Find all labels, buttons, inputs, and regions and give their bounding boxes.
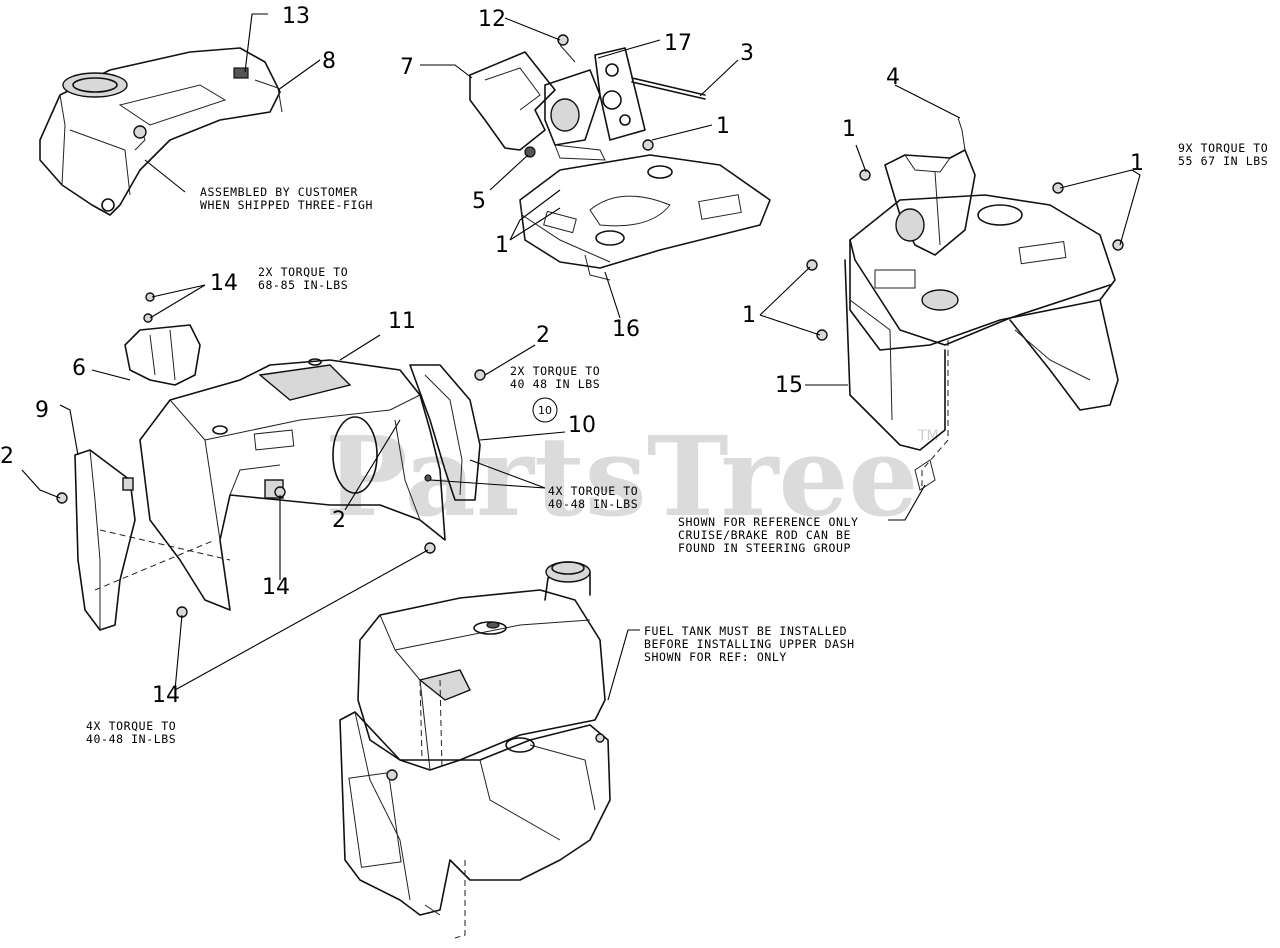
callout-2-right: 2	[536, 323, 550, 348]
callout-4: 4	[886, 65, 900, 90]
callout-14-center: 14	[262, 575, 290, 600]
callout-12: 12	[478, 7, 506, 32]
steering-bracket-assembly	[469, 34, 706, 161]
note-reference-line2: CRUISE/BRAKE ROD CAN BE	[678, 528, 851, 542]
note-torque-2x-68-line1: 2X TORQUE TO	[258, 265, 348, 279]
callout-circle-10: 10	[538, 404, 552, 417]
callout-9: 9	[35, 398, 49, 423]
dash-base-plate	[519, 154, 771, 281]
callout-14-top: 14	[210, 271, 238, 296]
note-fuel-tank-line2: BEFORE INSTALLING UPPER DASH	[644, 637, 855, 651]
reference-circle	[532, 397, 558, 423]
callout-2-left: 2	[0, 444, 14, 469]
note-torque-2x-40-line2: 40 48 IN LBS	[510, 377, 600, 391]
note-torque-2x-40-line1: 2X TORQUE TO	[510, 364, 600, 378]
note-torque-4x-right-line2: 40-48 IN-LBS	[548, 497, 638, 511]
fuel-tank-assembly	[339, 561, 611, 939]
callout-2-center: 2	[332, 508, 346, 533]
leader-lines	[21, 13, 1141, 701]
callout-1-frame: 1	[742, 303, 756, 328]
callout-8: 8	[322, 49, 336, 74]
note-torque-4x-right-line1: 4X TORQUE TO	[548, 484, 638, 498]
note-assembled-line2: WHEN SHIPPED THREE-FIGH	[200, 198, 373, 212]
note-reference-line3: FOUND IN STEERING GROUP	[678, 541, 851, 555]
callout-6: 6	[72, 356, 86, 381]
note-torque-2x-68-line2: 68-85 IN-LBS	[258, 278, 348, 292]
callout-1-tower: 1	[842, 117, 856, 142]
callout-10: 10	[568, 413, 596, 438]
callout-3: 3	[740, 41, 754, 66]
diagram-notes: ASSEMBLED BY CUSTOMER WHEN SHIPPED THREE…	[86, 141, 1268, 746]
upper-dash-cover	[39, 47, 283, 216]
note-torque-4x-left-line2: 40-48 IN-LBS	[86, 732, 176, 746]
callout-11: 11	[388, 309, 416, 334]
callout-17: 17	[664, 31, 692, 56]
callout-1-right: 1	[1130, 151, 1144, 176]
note-torque-9x-line2: 55 67 IN LBS	[1178, 154, 1268, 168]
note-torque-4x-left-line1: 4X TORQUE TO	[86, 719, 176, 733]
note-torque-9x-line1: 9X TORQUE TO	[1178, 141, 1268, 155]
callout-15: 15	[775, 373, 803, 398]
callout-13: 13	[282, 4, 310, 29]
watermark-trademark: TM	[917, 428, 939, 444]
callout-1-plate: 1	[495, 233, 509, 258]
watermark-text: PartsTree	[325, 412, 919, 541]
callout-7: 7	[400, 55, 414, 80]
note-reference-line1: SHOWN FOR REFERENCE ONLY	[678, 515, 859, 529]
callout-16: 16	[612, 317, 640, 342]
note-fuel-tank-line3: SHOWN FOR REF: ONLY	[644, 650, 787, 664]
note-assembled-line1: ASSEMBLED BY CUSTOMER	[200, 185, 358, 199]
callout-14-bottom: 14	[152, 683, 180, 708]
callout-numbers: 13 8 12 17 3 7 1 5 1 16 4 1 1 1 15 14 11…	[0, 4, 1144, 708]
steering-tower-frame	[806, 117, 1124, 491]
callout-1-bracket: 1	[716, 114, 730, 139]
callout-5: 5	[472, 189, 486, 214]
note-fuel-tank-line1: FUEL TANK MUST BE INSTALLED	[644, 624, 847, 638]
